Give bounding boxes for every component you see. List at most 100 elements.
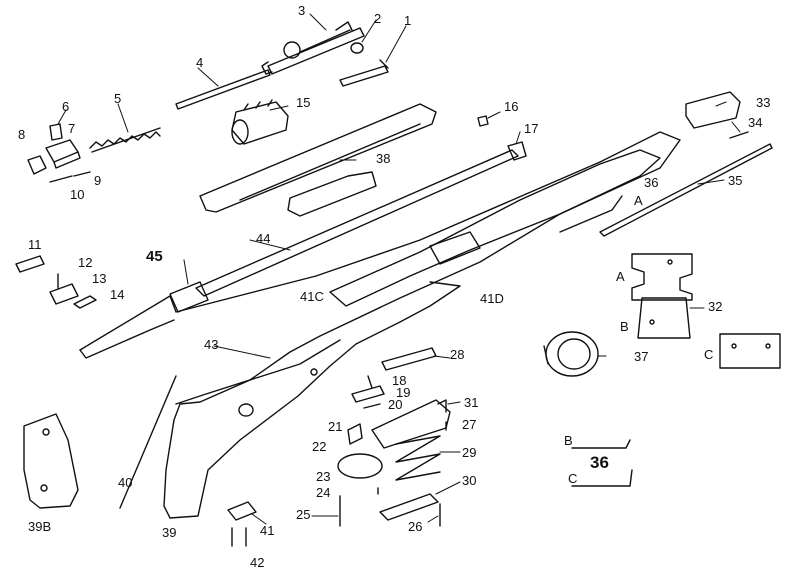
label-45: 45 [146, 248, 163, 265]
label-15: 15 [296, 95, 311, 110]
label-41c: 41C [300, 289, 324, 304]
label-23: 23 [316, 469, 331, 484]
label-11: 11 [28, 237, 42, 252]
part-38-handguard [199, 103, 437, 217]
part-35-cleaning-rod [599, 143, 773, 237]
label-9: 9 [94, 173, 102, 188]
label-40: 40 [118, 475, 133, 490]
part-8-nut [27, 155, 47, 175]
label-b-inset: B [620, 319, 629, 334]
label-31: 31 [464, 395, 479, 410]
label-44: 44 [256, 231, 271, 246]
part-31-screw [437, 399, 447, 413]
label-a-receiver: A [634, 193, 643, 208]
part-42-screws [231, 527, 247, 547]
label-c-spring: C [568, 471, 578, 486]
label-26: 26 [408, 519, 423, 534]
label-b-spring: B [564, 433, 573, 448]
label-33: 33 [756, 95, 771, 110]
label-14: 14 [110, 287, 125, 302]
part-33-bolt-sleeve [685, 91, 741, 129]
part-1-strip [339, 59, 389, 87]
part-45-barrel-band [169, 281, 209, 313]
label-35: 35 [728, 173, 743, 188]
label-24: 24 [316, 485, 331, 500]
label-32: 32 [708, 299, 723, 314]
label-1: 1 [404, 13, 412, 28]
part-2-ring [350, 42, 364, 54]
label-2: 2 [374, 11, 382, 26]
leader-lines [57, 13, 741, 525]
part-16-screw [477, 115, 489, 127]
label-39b: 39B [28, 519, 52, 534]
inset-c-plate [719, 333, 781, 369]
label-34: 34 [748, 115, 763, 130]
part-18-screw [367, 375, 373, 389]
label-3: 3 [298, 3, 306, 18]
label-30: 30 [462, 473, 477, 488]
inset-b-spring [571, 439, 631, 449]
label-38: 38 [376, 151, 391, 166]
label-22: 22 [312, 439, 327, 454]
label-27: 27 [462, 417, 477, 432]
part-40-screw [119, 375, 177, 509]
part-14-spring [73, 295, 97, 309]
part-39b-butt-plate [23, 413, 79, 509]
part-19-spring [351, 385, 385, 403]
label-36: 36 [644, 175, 659, 190]
label-a-inset: A [616, 269, 625, 284]
label-41: 41 [260, 523, 275, 538]
inset-b-plate [637, 297, 691, 339]
label-17: 17 [524, 121, 539, 136]
label-16: 16 [504, 99, 519, 114]
part-4-rod [175, 69, 271, 110]
label-20: 20 [388, 397, 403, 412]
part-13-block [49, 283, 79, 305]
part-receiver [329, 149, 661, 307]
label-7: 7 [68, 121, 76, 136]
part-15-bolt-head [231, 99, 289, 145]
part-28-bar [381, 347, 437, 371]
part-3-sight-assembly [261, 21, 365, 75]
part-20-pin [363, 403, 381, 409]
label-42: 42 [250, 555, 265, 570]
part-43-stock [79, 131, 681, 519]
part-6-clip [49, 123, 63, 141]
label-37: 37 [634, 349, 649, 364]
label-13: 13 [92, 271, 107, 286]
label-43: 43 [204, 337, 219, 352]
label-6: 6 [62, 99, 70, 114]
label-12: 12 [78, 255, 93, 270]
label-28: 28 [450, 347, 465, 362]
part-44-barrel [195, 141, 527, 297]
part-30-floorplate [379, 493, 439, 521]
label-5: 5 [114, 91, 122, 106]
part-41-plate [227, 501, 257, 521]
label-41d: 41D [480, 291, 504, 306]
part-21-sear [347, 423, 363, 445]
part-37-sling-loop [543, 331, 599, 377]
label-4: 4 [196, 55, 204, 70]
part-9-pin [73, 171, 91, 177]
label-36-inset: 36 [590, 453, 609, 472]
part-5-spring [89, 127, 161, 153]
inset-a-plate [631, 253, 693, 301]
label-8: 8 [18, 127, 26, 142]
inset-c-spring [571, 469, 633, 487]
label-19: 19 [396, 385, 411, 400]
label-18: 18 [392, 373, 407, 388]
label-25: 25 [296, 507, 311, 522]
label-21: 21 [328, 419, 343, 434]
part-22-trigger-guard [337, 399, 451, 479]
label-10: 10 [70, 187, 85, 202]
part-34-pin [729, 131, 749, 139]
label-29: 29 [462, 445, 477, 460]
part-29-follower-spring [395, 435, 441, 481]
part-7-block [45, 139, 81, 169]
part-36-spring [559, 195, 623, 233]
label-c-inset: C [704, 347, 714, 362]
label-39: 39 [162, 525, 177, 540]
part-10-pin [49, 175, 73, 183]
